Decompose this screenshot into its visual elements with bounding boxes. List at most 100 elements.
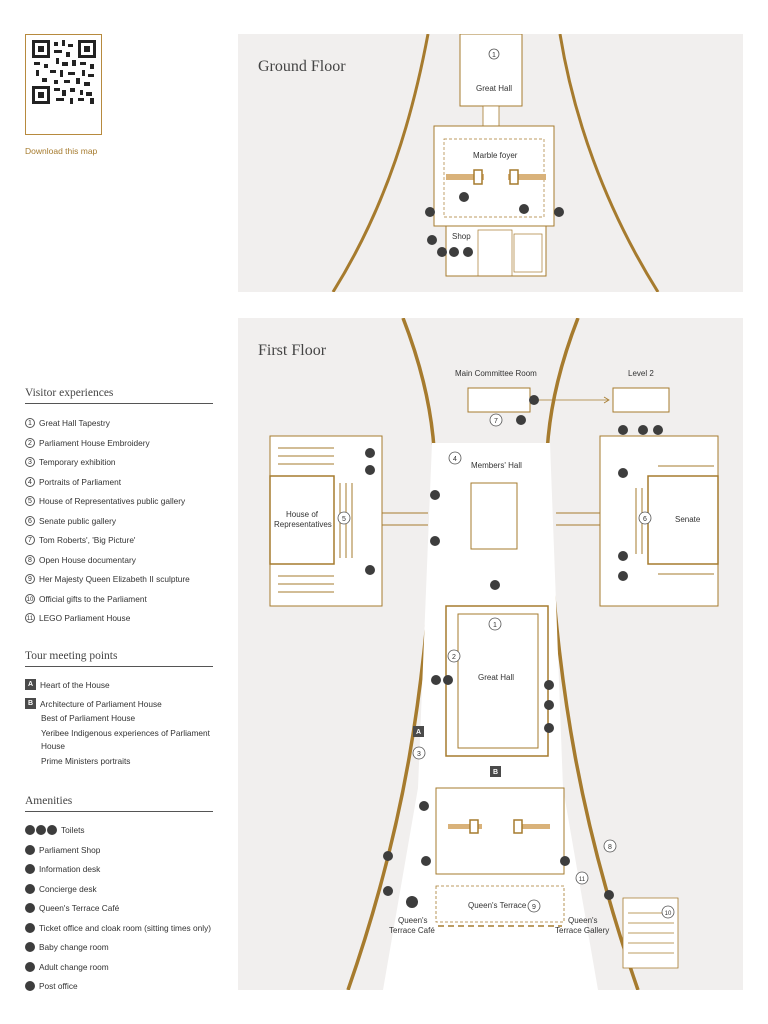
house-of-reps-label-1: House of: [286, 510, 319, 519]
ticket-icon: [25, 922, 35, 933]
level-2-label: Level 2: [628, 369, 654, 378]
information-icon: [25, 864, 35, 874]
amenity-label: Concierge desk: [39, 883, 97, 894]
baby-change-icon: [25, 942, 35, 952]
toilets-icon: [365, 425, 648, 900]
experience-label: Tom Roberts', 'Big Picture': [39, 535, 136, 545]
queens-terrace-label: Queen's Terrace: [468, 901, 527, 910]
gf-marble-foyer-label: Marble foyer: [473, 151, 518, 160]
amenity-item: Post office: [25, 981, 78, 991]
marker-2[interactable]: 2: [447, 649, 461, 663]
members-hall-label: Members' Hall: [471, 461, 522, 470]
visitor-experience-item: 7 Tom Roberts', 'Big Picture': [25, 535, 136, 545]
amenity-item: Concierge desk: [25, 883, 97, 894]
experience-number: 11: [25, 613, 35, 623]
first-floor-map: Main Committee Room Level 2 Members' Hal…: [269, 318, 719, 990]
visitor-experience-item: 3 Temporary exhibition: [25, 457, 116, 467]
marker-5[interactable]: 5: [337, 511, 351, 525]
experience-number: 2: [25, 437, 35, 448]
amenity-item: Parliament Shop: [25, 844, 100, 855]
cafe-icon: [406, 896, 418, 908]
parliament-shop-icon: [25, 844, 35, 855]
download-map-link[interactable]: Download this map: [25, 146, 98, 156]
amenities-heading: Amenities: [25, 795, 213, 812]
svg-text:1: 1: [493, 622, 497, 629]
first-floor-title: First Floor: [258, 342, 327, 359]
adult-change-icon: [419, 801, 429, 811]
amenity-label: Toilets: [61, 825, 85, 835]
amenity-label: Adult change room: [39, 961, 109, 972]
experience-number: 7: [25, 535, 35, 545]
amenity-item: Information desk: [25, 864, 100, 874]
experience-label: LEGO Parliament House: [39, 613, 131, 623]
toilets-icon: [427, 235, 459, 257]
marker-1[interactable]: 1: [488, 617, 502, 631]
tour-b-extra-2: Yeribee Indigenous experiences of Parlia…: [41, 728, 210, 738]
marker-9[interactable]: 9: [527, 899, 541, 913]
svg-text:6: 6: [643, 516, 647, 523]
qr-code[interactable]: [25, 34, 102, 135]
svg-text:10: 10: [665, 911, 672, 917]
ground-floor-map: Great Hall Marble foyer Shop 1: [331, 34, 660, 292]
experience-number: 8: [25, 554, 35, 565]
amenity-label: Information desk: [39, 864, 101, 874]
first-floor-panel: First Floor: [238, 318, 743, 990]
tour-point-a[interactable]: A: [413, 726, 424, 737]
tour-meeting-points-heading: Tour meeting points: [25, 650, 213, 667]
post-office-icon: [421, 395, 570, 866]
marker-4[interactable]: 4: [448, 451, 462, 465]
amenity-label: Queen's Terrace Café: [39, 903, 120, 913]
post-office-icon: [25, 981, 35, 991]
marker-8[interactable]: 8: [603, 839, 617, 853]
experience-number: 6: [25, 515, 35, 526]
svg-text:A: A: [416, 729, 421, 736]
information-icon: [459, 192, 469, 202]
house-of-reps-label-2: Representatives: [274, 520, 332, 529]
visitor-experience-item: 8 Open House documentary: [25, 554, 136, 565]
visitor-experience-item: 1 Great Hall Tapestry: [25, 418, 110, 428]
experience-label: Parliament House Embroidery: [39, 437, 150, 448]
ground-floor-panel: Ground Floor Great Hall Marble foyer Sho…: [238, 34, 743, 292]
toilets-icon: [36, 825, 46, 835]
experience-label: Portraits of Parliament: [39, 476, 122, 487]
marker-7[interactable]: 7: [489, 413, 503, 427]
queens-gallery-label-1: Queen's: [568, 916, 598, 925]
svg-text:11: 11: [579, 877, 586, 883]
tour-b-extra-3: House: [41, 741, 65, 751]
visitor-experience-item: 2 Parliament House Embroidery: [25, 437, 150, 448]
concierge-icon: [519, 204, 529, 214]
qr-code-icon: [32, 40, 96, 104]
main-committee-room-label: Main Committee Room: [455, 369, 537, 378]
toilets-icon: [25, 825, 35, 835]
ff-great-hall-label: Great Hall: [478, 673, 514, 682]
amenity-item: Ticket office and cloak room (sitting ti…: [25, 922, 211, 933]
tour-b-extra-1: Best of Parliament House: [41, 713, 136, 723]
experience-number: 1: [25, 418, 35, 428]
ground-floor-title: Ground Floor: [258, 58, 346, 75]
gf-marker-1: 1: [492, 52, 496, 59]
marker-11[interactable]: 11: [575, 871, 589, 885]
queens-cafe-label-1: Queen's: [398, 916, 428, 925]
experience-number: 3: [25, 457, 35, 467]
experience-label: Temporary exhibition: [39, 457, 116, 467]
experience-number: 9: [25, 574, 35, 584]
experience-number: 10: [25, 593, 35, 604]
experience-label: Open House documentary: [39, 554, 136, 565]
experience-label: Great Hall Tapestry: [39, 418, 110, 428]
marker-3[interactable]: 3: [412, 746, 426, 760]
adult-change-icon: [25, 961, 35, 972]
svg-text:5: 5: [342, 516, 346, 523]
tour-point-b[interactable]: B: [490, 766, 501, 777]
amenity-item: Queen's Terrace Café: [25, 903, 119, 913]
marker-10[interactable]: 10: [661, 905, 675, 919]
marker-6[interactable]: 6: [638, 511, 652, 525]
gf-shop-label: Shop: [452, 232, 471, 241]
amenity-item: Baby change room: [25, 942, 109, 952]
svg-text:8: 8: [608, 844, 612, 851]
svg-text:7: 7: [494, 418, 498, 425]
